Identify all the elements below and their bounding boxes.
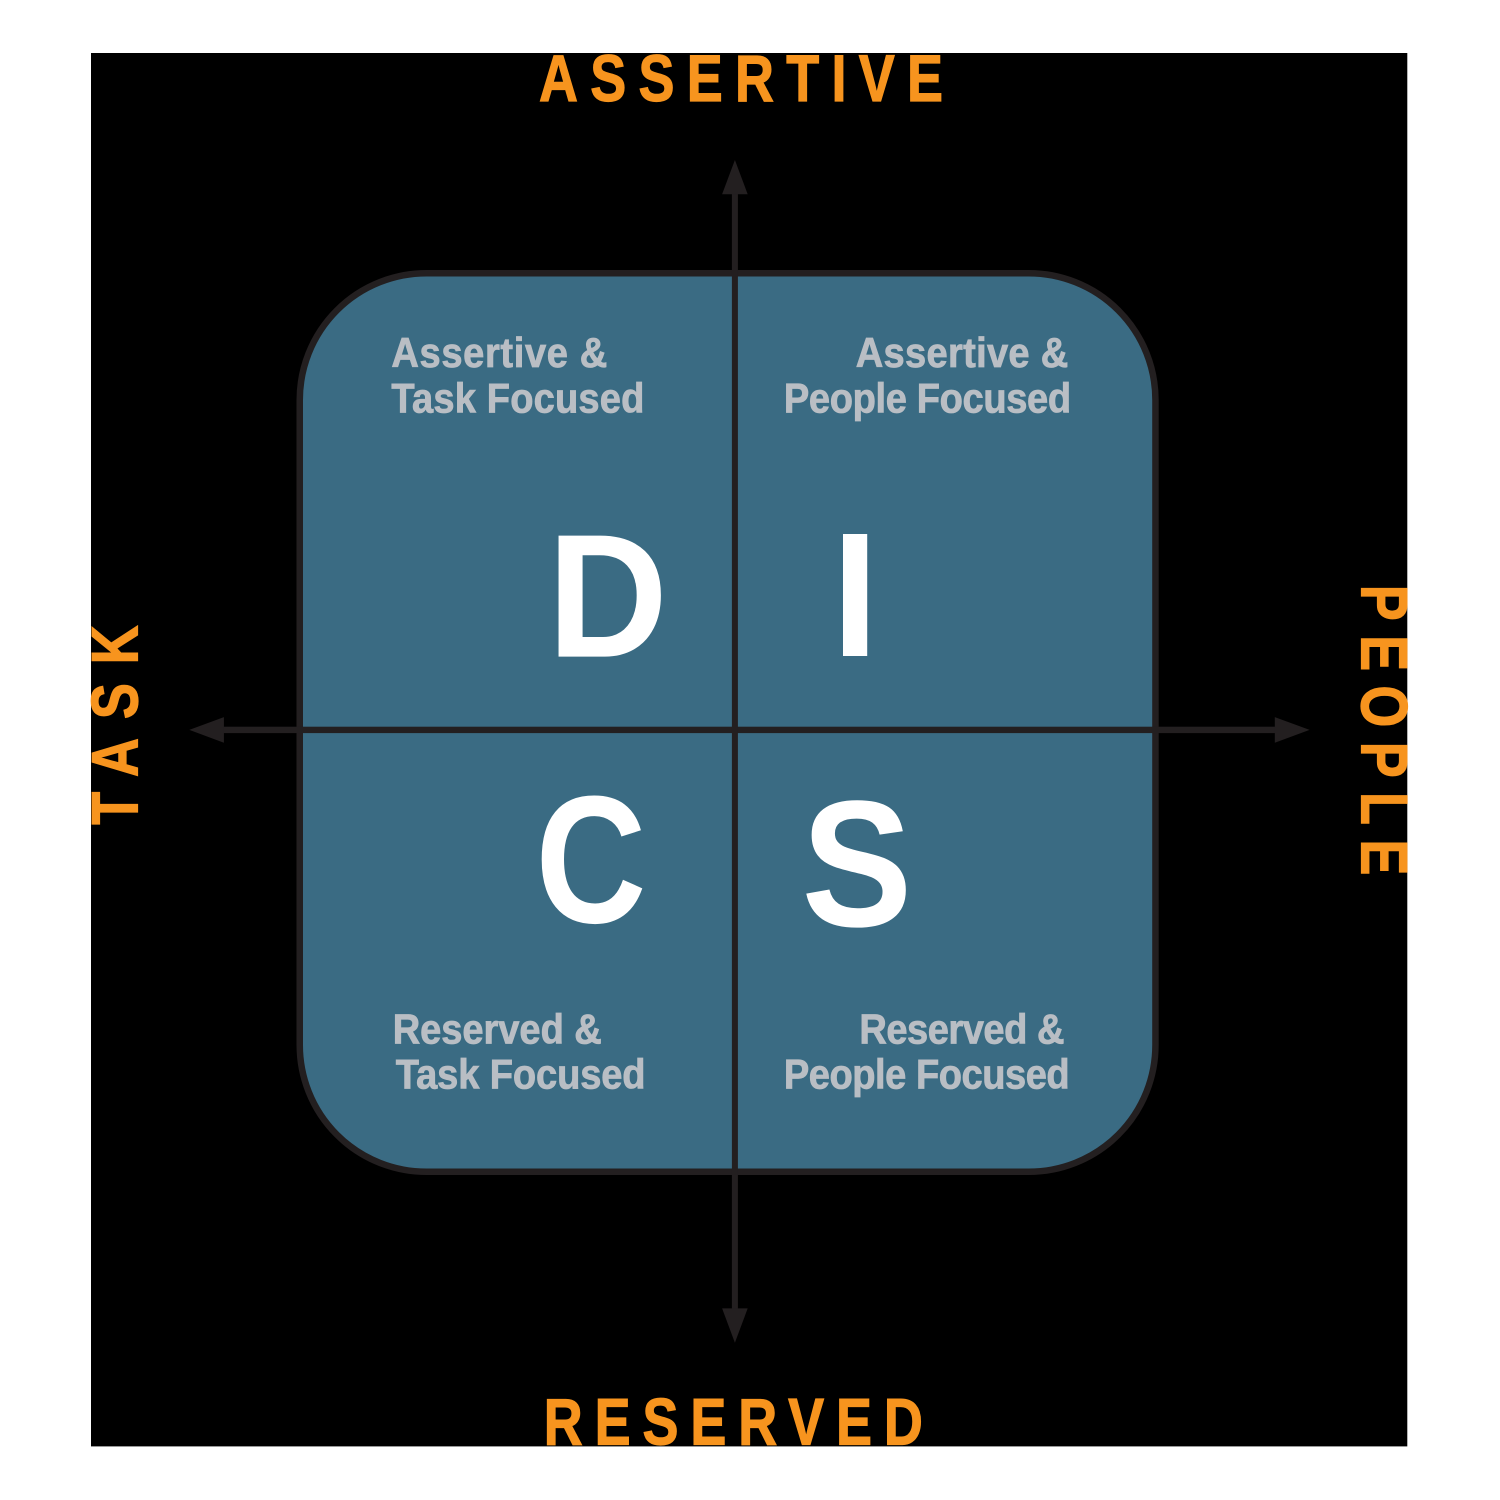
svg-text:ASSERTIVE: ASSERTIVE xyxy=(539,42,943,115)
svg-text:Task Focused: Task Focused xyxy=(391,376,644,422)
svg-text:S: S xyxy=(802,764,913,965)
svg-text:C: C xyxy=(535,759,646,961)
svg-text:Assertive &: Assertive & xyxy=(856,331,1069,377)
svg-text:Reserved &: Reserved & xyxy=(859,1007,1064,1053)
svg-text:Reserved &: Reserved & xyxy=(393,1007,602,1053)
svg-text:Assertive &: Assertive & xyxy=(391,331,607,377)
svg-text:People Focused: People Focused xyxy=(784,1052,1070,1098)
svg-text:D: D xyxy=(547,499,668,695)
svg-text:Task Focused: Task Focused xyxy=(396,1052,646,1098)
svg-text:People Focused: People Focused xyxy=(784,376,1071,422)
